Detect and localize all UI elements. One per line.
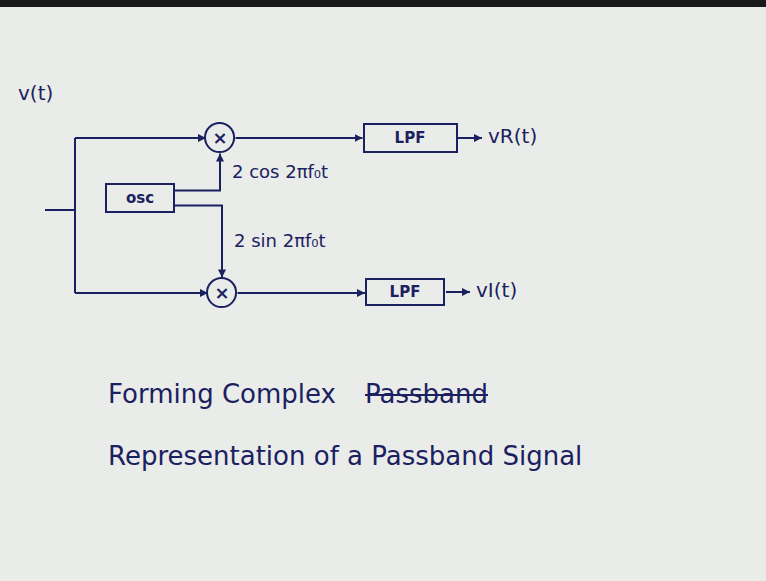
signal-connector — [175, 206, 222, 278]
carrier-label: 2 cos 2πf₀t — [230, 162, 330, 183]
frame-edge — [0, 0, 766, 7]
oscillator-box: osc — [105, 183, 175, 213]
output-wire — [458, 137, 482, 139]
signal-name: vI(t) — [476, 279, 517, 302]
caption-text: Forming Complex — [108, 380, 336, 410]
signal-connector — [236, 137, 363, 139]
signal-name: vR(t) — [488, 125, 537, 148]
multiplier-circle — [207, 278, 236, 307]
multiply-sign: × — [212, 128, 227, 148]
lowpass-filter: LPF — [363, 123, 458, 153]
signal-connector — [175, 154, 220, 191]
split-wire — [74, 138, 76, 293]
signal-name: v(t) — [18, 82, 53, 105]
block-name: osc — [126, 190, 154, 207]
multiply-sign: × — [214, 283, 229, 303]
caption-text: Passband — [365, 380, 488, 410]
carrier-label: 2 sin 2πf₀t — [232, 231, 328, 252]
caption-text: Representation of a Passband Signal — [108, 442, 582, 472]
multiplier: × — [204, 122, 235, 153]
output-wire — [446, 291, 470, 293]
multiplier: × — [206, 277, 237, 308]
lowpass-filter: LPF — [365, 278, 445, 306]
branch-wire — [75, 292, 208, 294]
block-name: LPF — [390, 284, 421, 301]
input-wire — [45, 209, 75, 211]
branch-wire — [75, 137, 206, 139]
multiplier-circle — [205, 123, 234, 152]
signal-connector — [238, 292, 365, 294]
block-name: LPF — [395, 130, 426, 147]
